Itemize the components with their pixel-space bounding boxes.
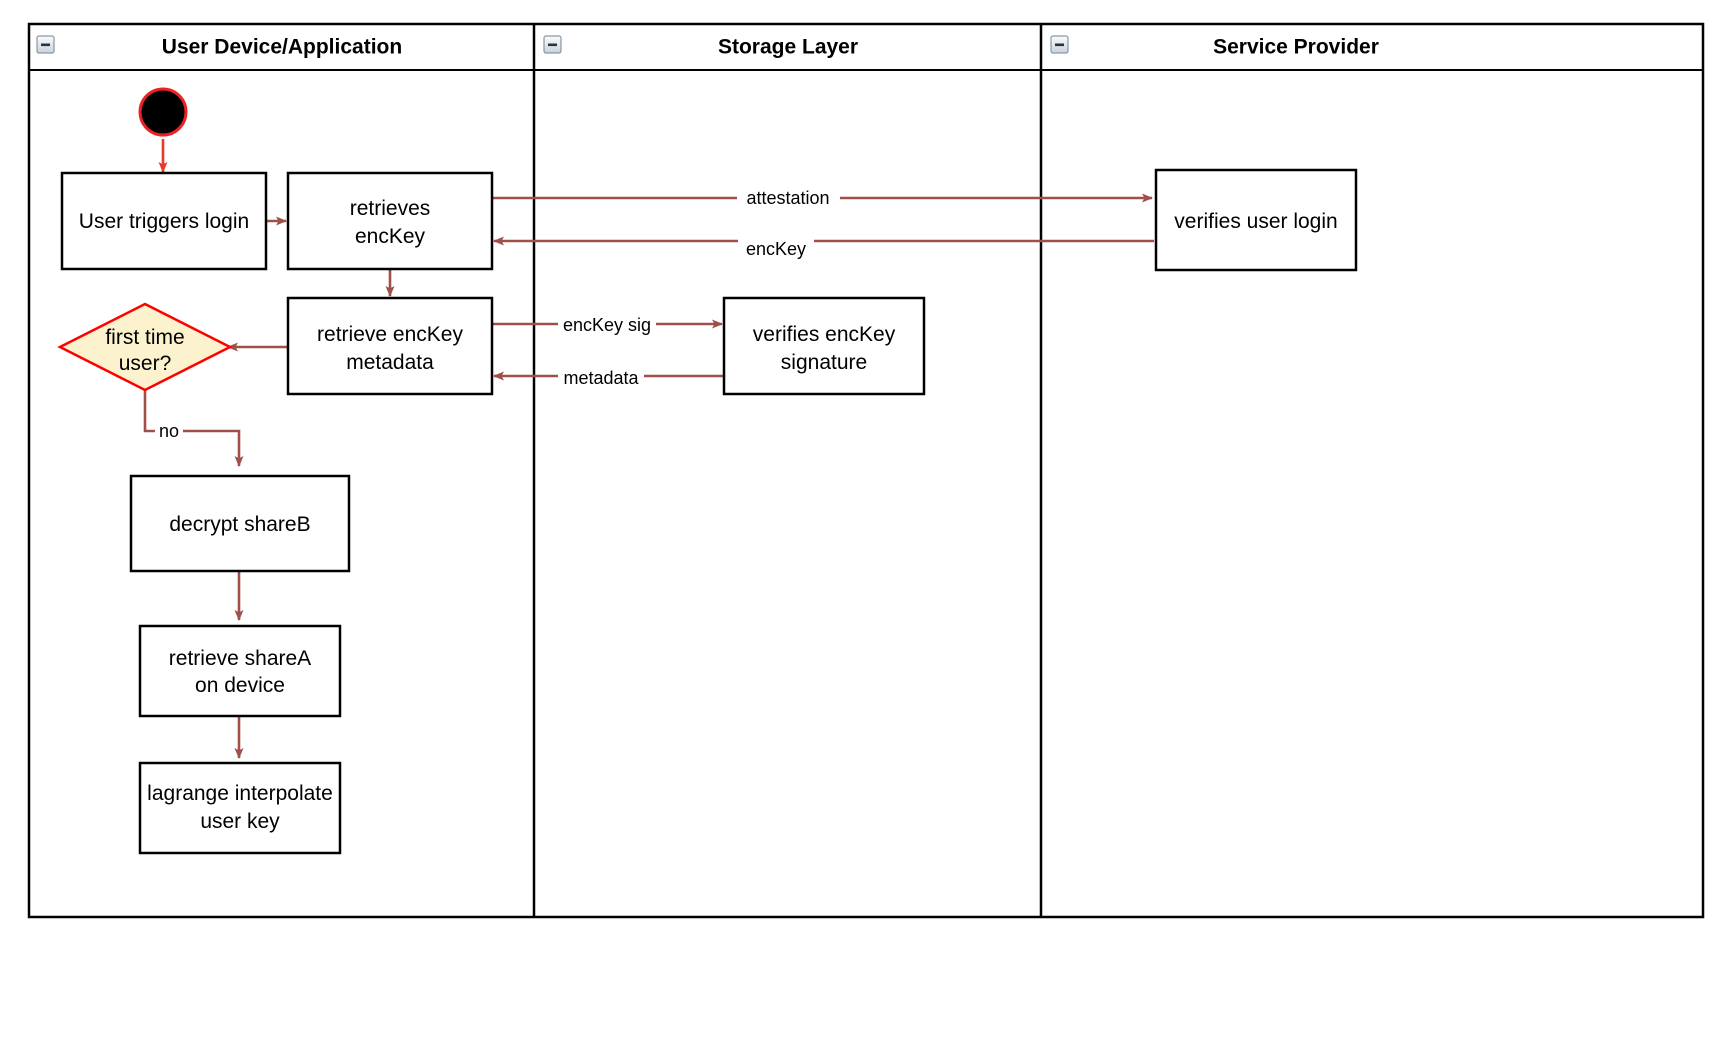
node-label-first-time-user-line2: user? bbox=[119, 352, 172, 375]
node-label-decrypt-shareb: decrypt shareB bbox=[169, 513, 310, 536]
edge-label-enckey: encKey bbox=[738, 237, 814, 261]
svg-text:encKey sig: encKey sig bbox=[563, 315, 651, 335]
node-label-lagrange-line1: lagrange interpolate bbox=[147, 782, 333, 805]
svg-text:attestation: attestation bbox=[746, 188, 829, 208]
lane-header-service-provider: Service Provider bbox=[1050, 35, 1379, 59]
node-lagrange-interpolate-user-key[interactable]: lagrange interpolate user key bbox=[138, 761, 342, 855]
initial-node[interactable] bbox=[138, 87, 188, 137]
minus-glyph bbox=[1055, 43, 1064, 47]
lane-header-storage-layer: Storage Layer bbox=[543, 35, 858, 59]
edge-label-no: no bbox=[155, 420, 183, 442]
lane-title-storage-layer: Storage Layer bbox=[718, 36, 858, 59]
svg-text:encKey: encKey bbox=[746, 239, 806, 259]
edge-label-enckey-sig: encKey sig bbox=[558, 313, 656, 337]
minus-glyph bbox=[41, 43, 50, 47]
lane-title-user-device: User Device/Application bbox=[162, 36, 402, 59]
lane-title-service-provider: Service Provider bbox=[1213, 36, 1379, 59]
node-label-user-triggers-login: User triggers login bbox=[79, 210, 249, 233]
edge-label-attestation: attestation bbox=[737, 186, 840, 210]
node-first-time-user-decision[interactable]: first time user? bbox=[57, 302, 233, 392]
lane-header-user-device: User Device/Application bbox=[36, 35, 402, 59]
node-verifies-user-login[interactable]: verifies user login bbox=[1154, 168, 1358, 272]
node-retrieves-enckey[interactable]: retrieves encKey bbox=[286, 171, 494, 271]
node-retrieve-sharea-on-device[interactable]: retrieve shareA on device bbox=[138, 624, 342, 718]
node-label-lagrange-line2: user key bbox=[200, 810, 280, 833]
node-label-retrieve-metadata-line1: retrieve encKey bbox=[317, 323, 463, 346]
collapse-button-user-device[interactable] bbox=[36, 35, 55, 54]
node-label-retrieves-enckey-line1: retrieves bbox=[350, 197, 431, 220]
edge-label-metadata: metadata bbox=[558, 366, 644, 390]
collapse-button-service-provider[interactable] bbox=[1050, 35, 1069, 54]
svg-text:no: no bbox=[159, 421, 179, 441]
node-label-verifies-user-login: verifies user login bbox=[1174, 210, 1337, 233]
svg-text:metadata: metadata bbox=[563, 368, 639, 388]
node-user-triggers-login[interactable]: User triggers login bbox=[60, 171, 268, 271]
node-retrieve-enckey-metadata[interactable]: retrieve encKey metadata bbox=[286, 296, 494, 396]
node-label-verifies-enckey-sig-line2: signature bbox=[781, 351, 867, 374]
edge-no bbox=[143, 388, 244, 467]
node-verifies-enckey-signature[interactable]: verifies encKey signature bbox=[722, 296, 926, 396]
collapse-button-storage-layer[interactable] bbox=[543, 35, 562, 54]
node-label-verifies-enckey-sig-line1: verifies encKey bbox=[753, 323, 896, 346]
swimlane-frame bbox=[27, 22, 1705, 919]
node-label-first-time-user-line1: first time bbox=[105, 326, 184, 349]
node-label-retrieves-enckey-line2: encKey bbox=[355, 225, 426, 248]
minus-glyph bbox=[548, 43, 557, 47]
node-label-retrieve-metadata-line2: metadata bbox=[346, 351, 434, 374]
node-label-retrieve-sharea-line1: retrieve shareA bbox=[169, 647, 311, 670]
node-label-retrieve-sharea-line2: on device bbox=[195, 674, 285, 697]
node-decrypt-shareb[interactable]: decrypt shareB bbox=[129, 474, 351, 573]
